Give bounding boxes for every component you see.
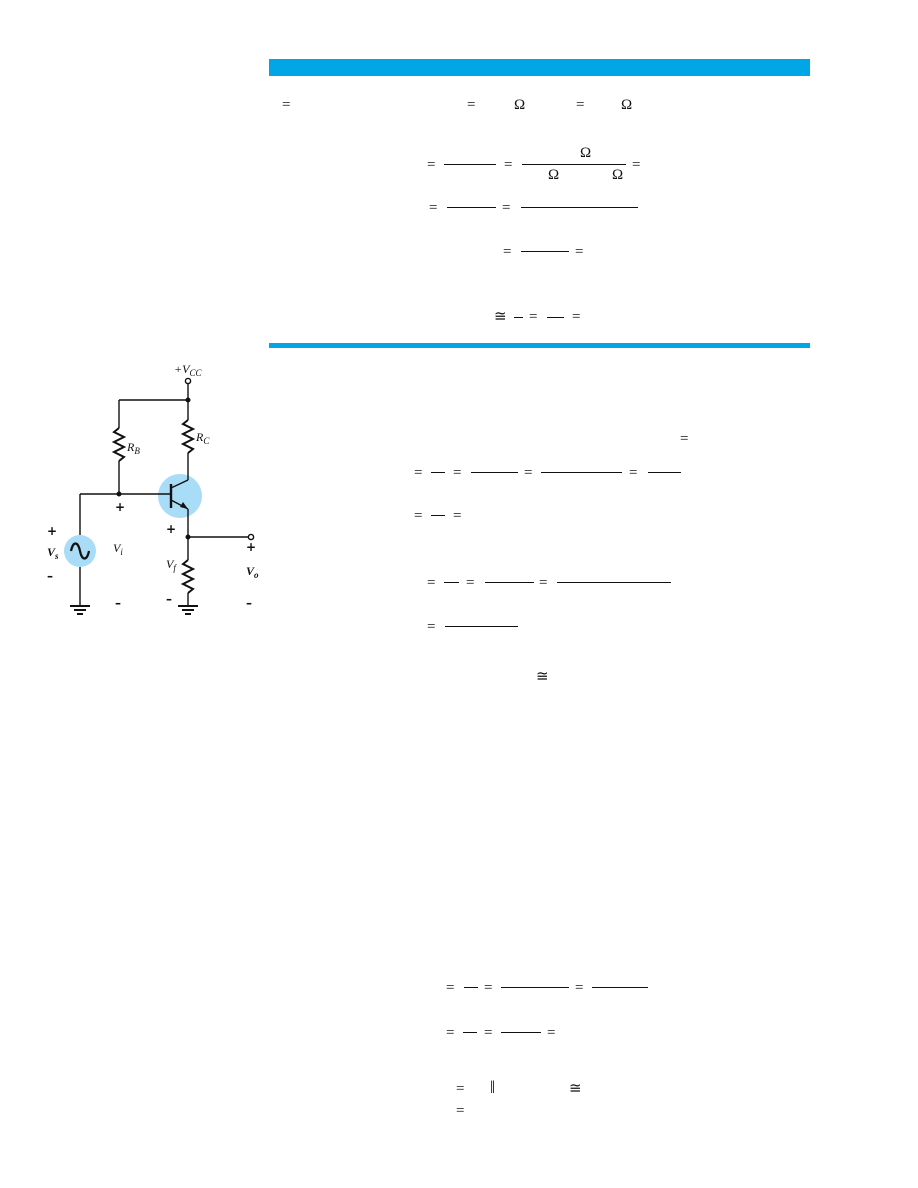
vcc-terminal xyxy=(184,377,192,385)
vi-label: Vi xyxy=(113,541,123,557)
equals-sign: = xyxy=(484,980,493,996)
fraction-bar xyxy=(444,164,496,165)
equals-sign: = xyxy=(427,157,436,173)
transistor-collector xyxy=(170,479,189,489)
equals-sign: = xyxy=(680,431,689,447)
fraction-bar xyxy=(541,472,622,473)
equals-sign: = xyxy=(502,200,511,216)
minus-sign: – xyxy=(115,596,121,610)
equals-sign: = xyxy=(539,575,548,591)
example-footer-bar xyxy=(269,343,810,348)
emitter-arrow-icon xyxy=(180,502,188,509)
equals-sign: = xyxy=(572,309,581,325)
fraction-bar xyxy=(514,317,523,318)
fraction-bar xyxy=(521,207,638,208)
fraction-bar xyxy=(444,582,459,583)
fraction-bar xyxy=(501,987,569,988)
resistor-rc xyxy=(180,419,196,454)
vs-label: Vs xyxy=(47,545,59,561)
fraction-bar xyxy=(464,987,478,988)
equals-sign: = xyxy=(456,1081,465,1097)
minus-sign: – xyxy=(166,592,172,606)
ohm-symbol: Ω xyxy=(514,97,526,113)
equals-sign: = xyxy=(547,1025,556,1041)
fraction-bar xyxy=(547,317,564,318)
equals-sign: = xyxy=(504,157,513,173)
fraction-bar xyxy=(521,251,569,252)
ohm-symbol: Ω xyxy=(548,167,560,183)
equals-sign: = xyxy=(632,157,641,173)
equals-sign: = xyxy=(282,97,291,113)
ohm-symbol: Ω xyxy=(580,145,592,161)
approx-sign: ≅ xyxy=(569,1081,582,1097)
equals-sign: = xyxy=(446,1025,455,1041)
vo-label: Vo xyxy=(246,564,259,580)
approx-sign: ≅ xyxy=(494,309,507,325)
fraction-bar xyxy=(501,1032,541,1033)
equals-sign: = xyxy=(427,575,436,591)
equals-sign: = xyxy=(466,575,475,591)
equals-sign: = xyxy=(629,465,638,481)
equals-sign: = xyxy=(414,465,423,481)
equals-sign: = xyxy=(575,244,584,260)
fraction-bar xyxy=(485,582,534,583)
output-terminal xyxy=(247,533,255,541)
minus-sign: – xyxy=(246,596,252,610)
transistor-highlight xyxy=(158,474,202,518)
equals-sign: = xyxy=(576,97,585,113)
ohm-symbol: Ω xyxy=(621,97,633,113)
resistor-rb xyxy=(111,427,127,462)
equals-sign: = xyxy=(529,309,538,325)
rb-label: RB xyxy=(126,440,140,456)
plus-sign: + xyxy=(115,500,125,514)
equals-sign: = xyxy=(453,508,462,524)
equals-sign: = xyxy=(484,1025,493,1041)
equals-sign: = xyxy=(503,244,512,260)
equals-sign: = xyxy=(456,1103,465,1119)
vcc-label: +VCC xyxy=(174,362,202,378)
equals-sign: = xyxy=(429,200,438,216)
fraction-bar xyxy=(592,987,648,988)
equals-sign: = xyxy=(453,465,462,481)
fraction-bar xyxy=(557,582,671,583)
fraction-bar xyxy=(471,472,518,473)
equals-sign: = xyxy=(575,980,584,996)
rc-label: RC xyxy=(195,430,210,446)
fraction-bar xyxy=(431,515,445,516)
fraction-bar xyxy=(522,164,626,165)
equals-sign: = xyxy=(467,97,476,113)
plus-sign: + xyxy=(166,522,176,536)
example-header-bar xyxy=(269,59,810,76)
approx-sign: ≅ xyxy=(536,669,549,685)
ac-source-icon xyxy=(69,542,91,560)
ohm-symbol: Ω xyxy=(612,167,624,183)
vf-label: Vf xyxy=(166,557,177,573)
resistor-re xyxy=(180,559,196,594)
plus-sign: + xyxy=(47,524,57,538)
equals-sign: = xyxy=(414,508,423,524)
minus-sign: – xyxy=(47,569,53,583)
fraction-bar xyxy=(431,472,445,473)
plus-sign: + xyxy=(246,540,256,554)
parallel-sign: ‖ xyxy=(490,1077,496,1097)
fraction-bar xyxy=(648,472,681,473)
equals-sign: = xyxy=(524,465,533,481)
fraction-bar xyxy=(463,1032,477,1033)
fraction-bar xyxy=(447,207,496,208)
fraction-bar xyxy=(445,626,518,627)
equals-sign: = xyxy=(446,980,455,996)
equals-sign: = xyxy=(427,619,436,635)
